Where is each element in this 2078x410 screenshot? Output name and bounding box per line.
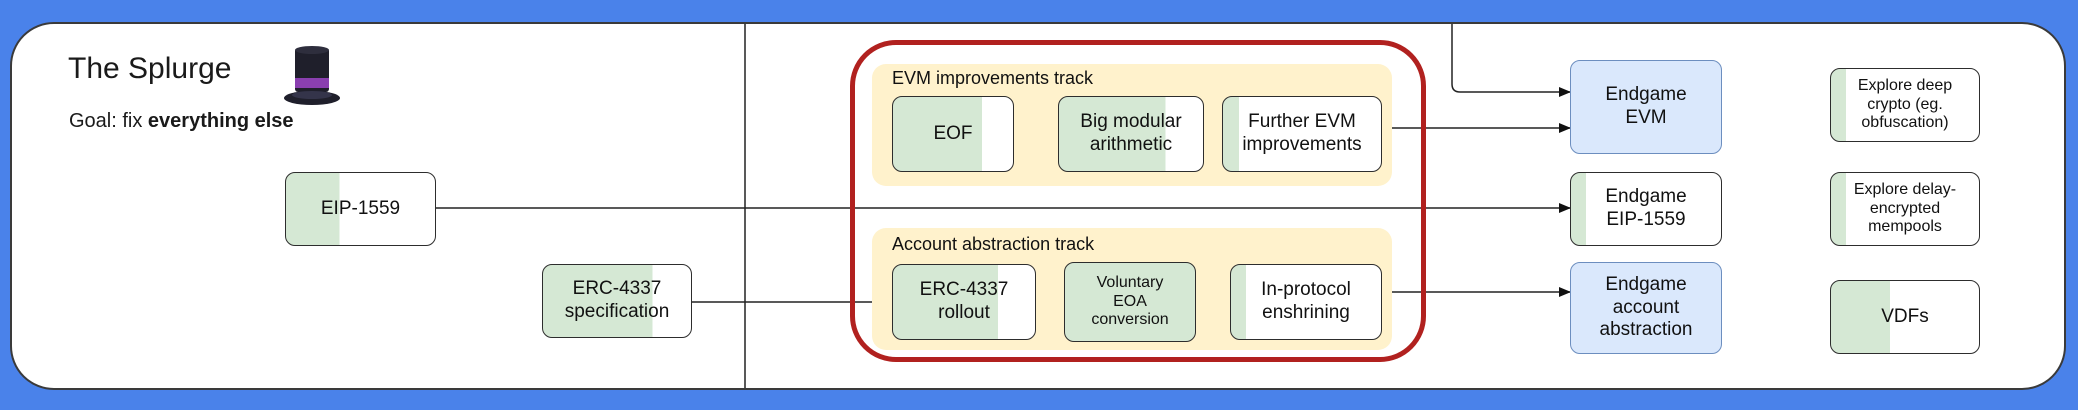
vdfs-box: VDFs [1830,280,1980,354]
top-hat-icon [284,46,340,105]
splurge-panel: The Splurge Goal: fix everything else EI… [10,22,2066,390]
diagram-title: The Splurge [68,52,232,85]
highlight-border [850,40,1426,362]
voluntary-eoa-box: Voluntary EOA conversion [1064,262,1196,342]
eip1559-box: EIP-1559 [285,172,436,246]
goal-prefix: Goal: fix [69,110,148,132]
endgame-evm-box: Endgame EVM [1570,60,1722,154]
explore-crypto-box: Explore deep crypto (eg. obfuscation) [1830,68,1980,142]
big-modular-arithmetic-box: Big modular arithmetic [1058,96,1204,172]
erc4337-spec-box: ERC-4337 specification [542,264,692,338]
erc4337-rollout-box: ERC-4337 rollout [892,264,1036,340]
aa-track-label: Account abstraction track [892,234,1095,254]
goal-emphasis: everything else [147,110,294,132]
arrow-top-to-endgame-evm [1451,24,1571,97]
endgame-eip1559-box: Endgame EIP-1559 [1570,172,1722,246]
evm-track-label: EVM improvements track [892,68,1094,88]
eof-box: EOF [892,96,1014,172]
endgame-aa-box: Endgame account abstraction [1570,262,1722,354]
in-protocol-box: In-protocol enshrining [1230,264,1382,340]
further-evm-box: Further EVM improvements [1222,96,1382,172]
goal-text: Goal: fix everything else [69,110,294,133]
explore-mempools-box: Explore delay- encrypted mempools [1830,172,1980,246]
